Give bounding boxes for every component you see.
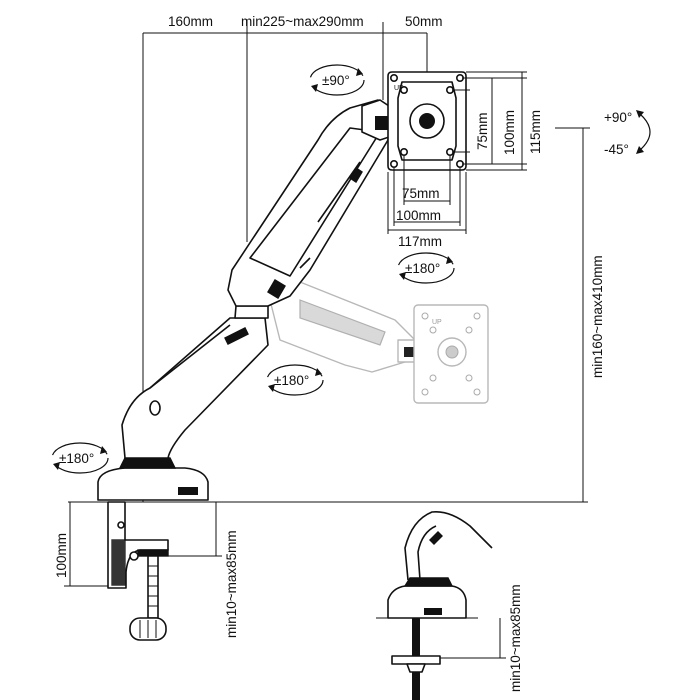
label-desk-thickness-clamp: min10~max85mm: [224, 530, 239, 638]
clamp-jaw: [137, 549, 169, 557]
label-plate-h: 115mm: [528, 110, 543, 154]
rotate-badge-swivel: ±180°: [397, 252, 455, 284]
lower-arm-body: [121, 317, 269, 459]
label-vesa-inner-h: 75mm: [475, 112, 490, 150]
label-clamp-height: 100mm: [54, 533, 69, 578]
label-arm-offset: 160mm: [168, 14, 213, 29]
rotate-badge-head: ±90°: [309, 64, 365, 96]
base-plate: [97, 467, 209, 501]
base-assembly: [97, 457, 209, 501]
rotate-badge-base: ±180°: [51, 442, 109, 474]
clamp-screw: [147, 555, 159, 619]
label-arm-swivel: ±180°: [274, 373, 309, 388]
grommet-arm-stub: [404, 510, 493, 581]
c-clamp: 100mm min10~max85mm: [54, 501, 239, 641]
tilt-arc-icon: [639, 113, 651, 151]
rotate-badge-arm: ±180°: [266, 364, 324, 396]
vesa-vertical-dims: 75mm 100mm 115mm: [452, 71, 543, 171]
label-head-offset: 50mm: [405, 14, 443, 29]
elbow-joint: [234, 305, 269, 319]
up-mark: UP: [394, 85, 404, 92]
label-desk-thickness-grommet: min10~max85mm: [508, 584, 523, 692]
label-head-rotate: ±90°: [322, 73, 350, 88]
lower-arm: [121, 305, 269, 459]
top-dimensions: 160mm min225~max290mm 50mm: [142, 14, 443, 502]
label-tilt-down: -45°: [604, 142, 629, 157]
base-collar: [118, 457, 177, 469]
label-base-swivel: ±180°: [59, 451, 94, 466]
tilt-screw: [375, 116, 389, 130]
grommet-mount: min10~max85mm: [376, 510, 523, 700]
base-clip: [178, 487, 198, 495]
vesa-plate: UP: [387, 71, 467, 171]
vesa-horizontal-dims: 75mm 100mm 117mm: [387, 156, 467, 249]
label-forearm-length: min225~max290mm: [241, 14, 364, 29]
grommet-plate: [391, 655, 441, 665]
label-vesa-outer-w: 100mm: [396, 208, 441, 223]
label-head-swivel: ±180°: [405, 261, 440, 276]
label-vesa-outer-h: 100mm: [502, 110, 517, 155]
label-plate-w: 117mm: [398, 234, 442, 249]
height-dimension: min160~max410mm: [68, 127, 605, 503]
ghost-arm-position: UP: [269, 281, 489, 404]
label-tilt-up: +90°: [604, 110, 632, 125]
label-height-range: min160~max410mm: [590, 255, 605, 378]
grommet-wingnut: [406, 663, 426, 673]
label-vesa-inner-w: 75mm: [402, 186, 440, 201]
ghost-up-mark: UP: [432, 319, 442, 326]
tilt-indicator: +90° -45°: [604, 110, 651, 157]
